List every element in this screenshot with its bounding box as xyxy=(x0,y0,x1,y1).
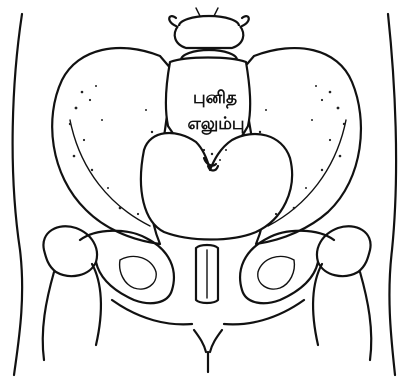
body-outline-right xyxy=(388,14,396,375)
right-hip-joint xyxy=(240,226,371,360)
body-outline-left xyxy=(13,14,23,375)
sacrum-label-line-1: புனித xyxy=(184,90,246,107)
sacrum-label-line-2: எலும்பு xyxy=(176,116,256,133)
left-hip-joint xyxy=(43,226,174,360)
groin-mark xyxy=(194,330,222,372)
